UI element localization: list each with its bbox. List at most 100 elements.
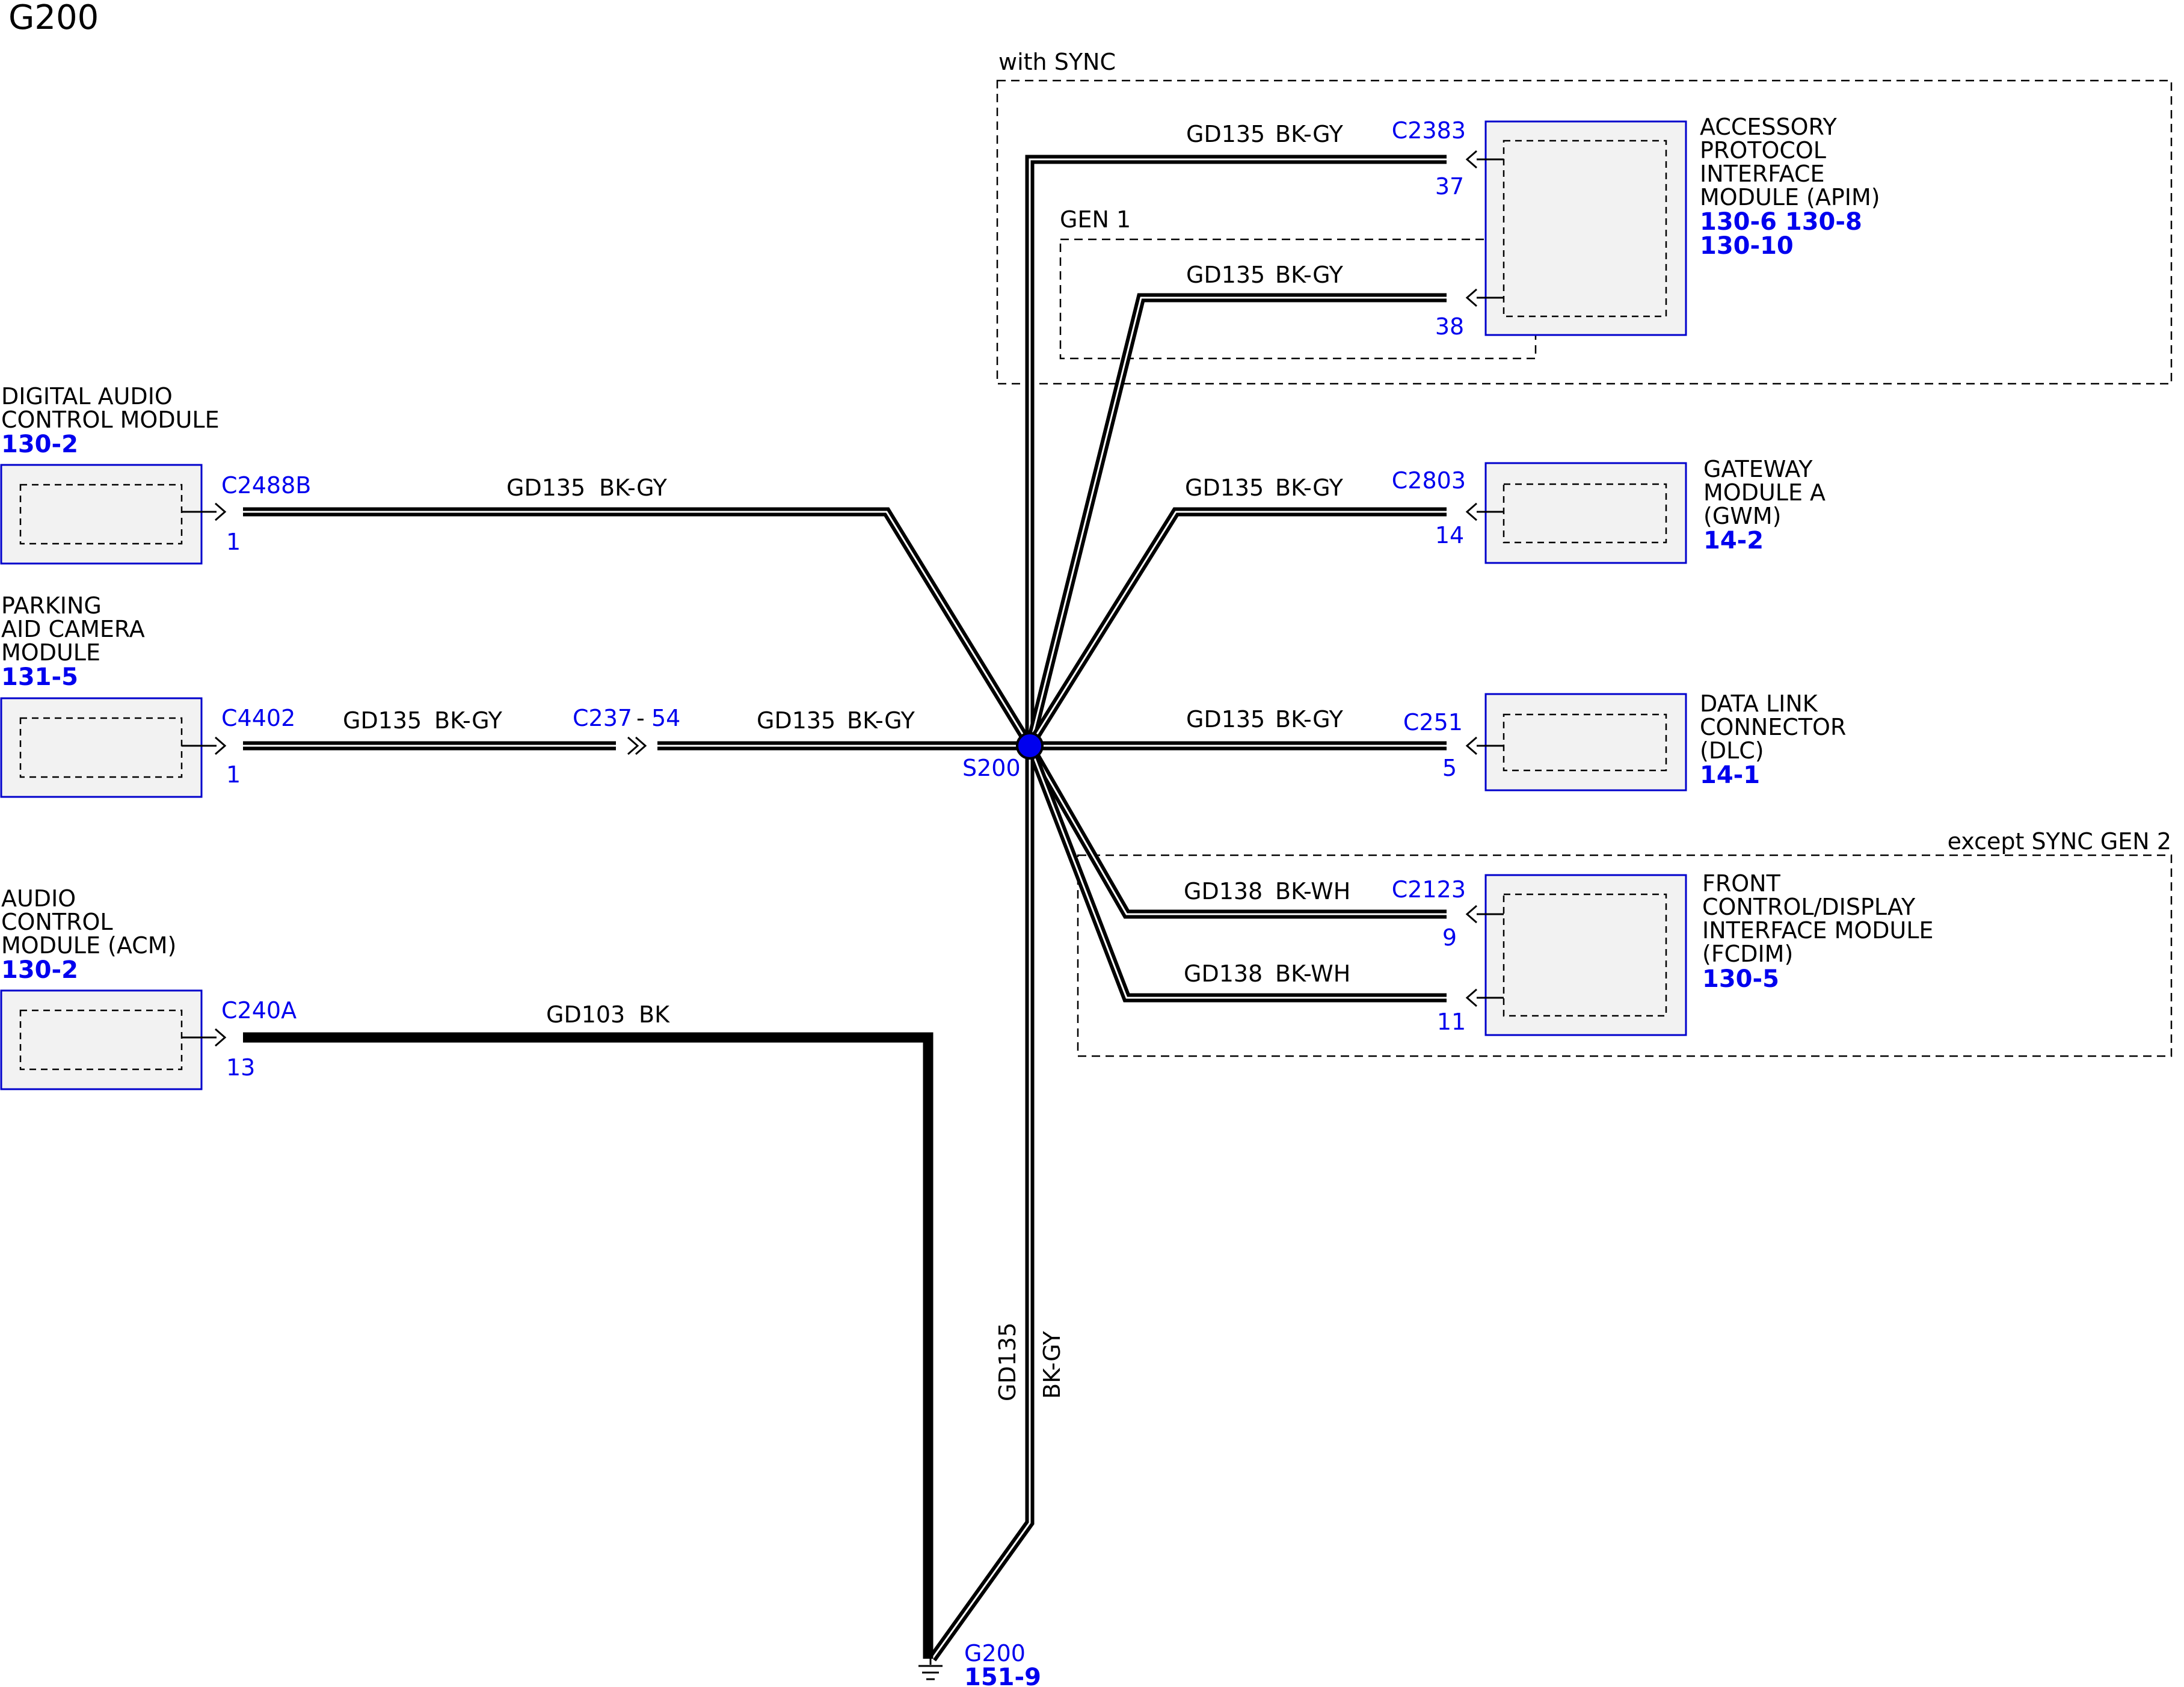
pin-arrows	[215, 150, 1477, 1047]
wire-acm-color: BK	[639, 1001, 670, 1028]
pin-14-label: 14	[1435, 522, 1464, 549]
wire-pacm-b-color: BK-GY	[847, 707, 915, 734]
module-pacm	[0, 697, 217, 798]
dlc-label-1: DATA LINK	[1700, 690, 1818, 717]
pacm-label-1: PARKING	[1, 592, 102, 619]
wire-fcdim-9-circuit: GD138	[1184, 878, 1263, 905]
gwm-label-2: MODULE A	[1703, 479, 1826, 506]
wire-apim-37-circuit: GD135	[1186, 121, 1265, 147]
connector-c4402-label: C4402	[221, 705, 295, 731]
wire-pacm-b-circuit: GD135	[757, 707, 835, 734]
connector-c240a-label: C240A	[221, 997, 297, 1024]
connector-c237-label: C237	[573, 705, 632, 731]
apim-label-2: PROTOCOL	[1700, 137, 1826, 164]
gwm-ref: 14-2	[1703, 527, 1764, 555]
apim-label-4: MODULE (APIM)	[1700, 184, 1880, 210]
pin-38-label: 38	[1435, 313, 1464, 340]
apim-label-1: ACCESSORY	[1700, 114, 1838, 140]
group-with-sync	[996, 79, 2173, 385]
apim-label-3: INTERFACE	[1700, 161, 1825, 187]
module-dlc	[1477, 693, 1687, 791]
pacm-ref: 131-5	[1, 663, 78, 691]
connector-c2123-label: C2123	[1392, 876, 1466, 903]
fcdim-label-4: (FCDIM)	[1702, 941, 1793, 967]
module-acm	[0, 989, 217, 1090]
pin-5-label: 5	[1442, 755, 1457, 781]
wire-gwm-circuit: GD135	[1185, 475, 1264, 501]
wire-ground	[928, 746, 1035, 1662]
acm-label-1: AUDIO	[1, 885, 76, 912]
pin-1-dacm-label: 1	[226, 529, 241, 555]
connector-c2383-label: C2383	[1392, 117, 1466, 144]
dacm-label-2: CONTROL MODULE	[1, 407, 220, 433]
dlc-label-2: CONNECTOR	[1700, 714, 1846, 740]
c237-inline-connector	[627, 736, 647, 755]
pacm-label-3: MODULE	[1, 639, 100, 666]
fcdim-label-3: INTERFACE MODULE	[1702, 917, 1934, 944]
ground-g200-label: G200	[964, 1640, 1026, 1667]
wire-apim-38	[1025, 293, 1447, 747]
dlc-label-3: (DLC)	[1700, 737, 1764, 764]
wire-apim-38-color: BK-GY	[1275, 262, 1344, 288]
dlc-ref: 14-1	[1700, 761, 1760, 789]
wire-fcdim-9	[1026, 743, 1447, 919]
wire-ground-circuit: GD135	[994, 1323, 1021, 1401]
connector-c237-dash: -	[636, 705, 645, 731]
wire-apim-38-circuit: GD135	[1186, 262, 1265, 288]
fcdim-ref: 130-5	[1702, 965, 1779, 993]
dacm-label-1: DIGITAL AUDIO	[1, 383, 173, 410]
pin-1-pacm-label: 1	[226, 761, 241, 788]
wire-dacm-color: BK-GY	[599, 475, 668, 501]
connector-c2803-label: C2803	[1392, 467, 1466, 494]
wire-apim-37	[1025, 155, 1447, 746]
splice-s200	[1016, 732, 1044, 760]
group-with-sync-label: with SYNC	[998, 49, 1116, 75]
wire-dacm	[243, 507, 1034, 748]
ground-icon	[918, 1659, 943, 1680]
module-dacm	[0, 464, 217, 565]
group-except-sync-gen2-label: except SYNC GEN 2	[1948, 828, 2171, 855]
dacm-ref: 130-2	[1, 431, 78, 458]
wire-gwm-color: BK-GY	[1275, 475, 1344, 501]
wire-dlc-color: BK-GY	[1275, 706, 1344, 733]
pin-9-label: 9	[1442, 924, 1457, 951]
fcdim-label-2: CONTROL/DISPLAY	[1702, 894, 1916, 920]
fcdim-label-1: FRONT	[1702, 870, 1781, 897]
acm-label-2: CONTROL	[1, 909, 113, 935]
connector-c237-pin: 54	[651, 705, 680, 731]
group-gen1-label: GEN 1	[1060, 206, 1131, 233]
group-except-sync-gen2	[1077, 854, 2173, 1057]
module-fcdim	[1477, 874, 1687, 1036]
group-gen1	[1059, 238, 1537, 360]
diagram-title: G200	[8, 0, 99, 37]
wire-gwm	[1026, 507, 1447, 748]
pin-13-label: 13	[226, 1054, 255, 1081]
wire-fcdim-9-color: BK-WH	[1275, 878, 1350, 905]
wire-dacm-circuit: GD135	[506, 475, 585, 501]
wire-fcdim-11	[1025, 744, 1447, 1003]
acm-label-3: MODULE (ACM)	[1, 932, 176, 959]
wire-fcdim-11-color: BK-WH	[1275, 960, 1350, 987]
acm-ref: 130-2	[1, 956, 78, 984]
apim-ref-1: 130-6 130-8	[1700, 208, 1862, 236]
wire-pacm-a-color: BK-GY	[434, 707, 503, 734]
wire-ground-color: BK-GY	[1039, 1330, 1065, 1399]
connector-c2488b-label: C2488B	[221, 472, 311, 499]
wire-acm	[243, 1032, 934, 1659]
gwm-label-1: GATEWAY	[1703, 456, 1813, 482]
module-gwm	[1477, 462, 1687, 564]
ground-g200-ref: 151-9	[964, 1664, 1041, 1687]
pin-37-label: 37	[1435, 173, 1464, 200]
pacm-label-2: AID CAMERA	[1, 616, 145, 642]
apim-ref-2: 130-10	[1700, 232, 1794, 260]
wire-acm-circuit: GD103	[546, 1001, 625, 1028]
wire-apim-37-color: BK-GY	[1275, 121, 1344, 147]
module-apim	[1477, 120, 1687, 336]
connector-c251-label: C251	[1403, 709, 1463, 736]
gwm-label-3: (GWM)	[1703, 503, 1781, 529]
wire-fcdim-11-circuit: GD138	[1184, 960, 1263, 987]
pin-11-label: 11	[1437, 1009, 1466, 1035]
wire-dlc-circuit: GD135	[1186, 706, 1265, 733]
splice-s200-label: S200	[962, 755, 1021, 781]
